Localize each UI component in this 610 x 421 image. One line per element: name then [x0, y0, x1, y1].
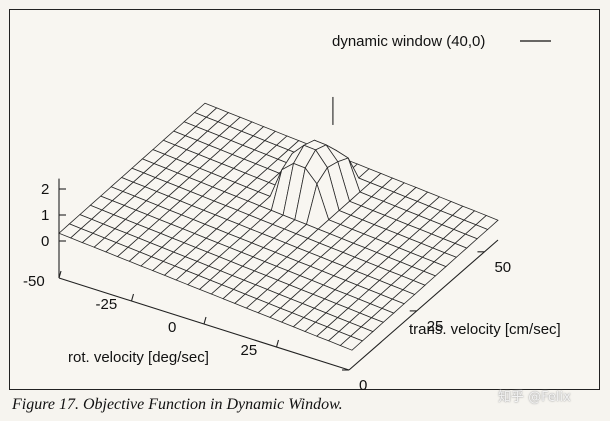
- x-tick-label: 0: [168, 319, 176, 336]
- x-tick: [130, 293, 135, 302]
- surface-cell: [339, 335, 364, 351]
- figure-caption: Figure 17. Objective Function in Dynamic…: [12, 396, 343, 413]
- z-tick-label: 2: [41, 181, 49, 198]
- y-tick-label: 0: [359, 377, 367, 391]
- x-tick: [58, 270, 62, 279]
- x-tick: [203, 316, 207, 325]
- y-axis-line: [348, 239, 499, 371]
- y-tick-label: 25: [427, 318, 444, 335]
- legend-label: dynamic window (40,0): [332, 33, 485, 50]
- z-tick-label: 1: [41, 207, 49, 224]
- x-tick-label: 25: [241, 342, 258, 359]
- x-tick-label: -50: [23, 273, 45, 290]
- x-axis-label: rot. velocity [deg/sec]: [68, 349, 209, 366]
- y-axis-label: trans. velocity [cm/sec]: [409, 321, 561, 338]
- x-tick: [275, 339, 280, 348]
- x-tick-label: -25: [96, 296, 118, 313]
- y-tick-label: 50: [494, 259, 511, 276]
- z-tick-label: 0: [41, 233, 49, 250]
- watermark: 知乎 @Felix: [498, 390, 571, 405]
